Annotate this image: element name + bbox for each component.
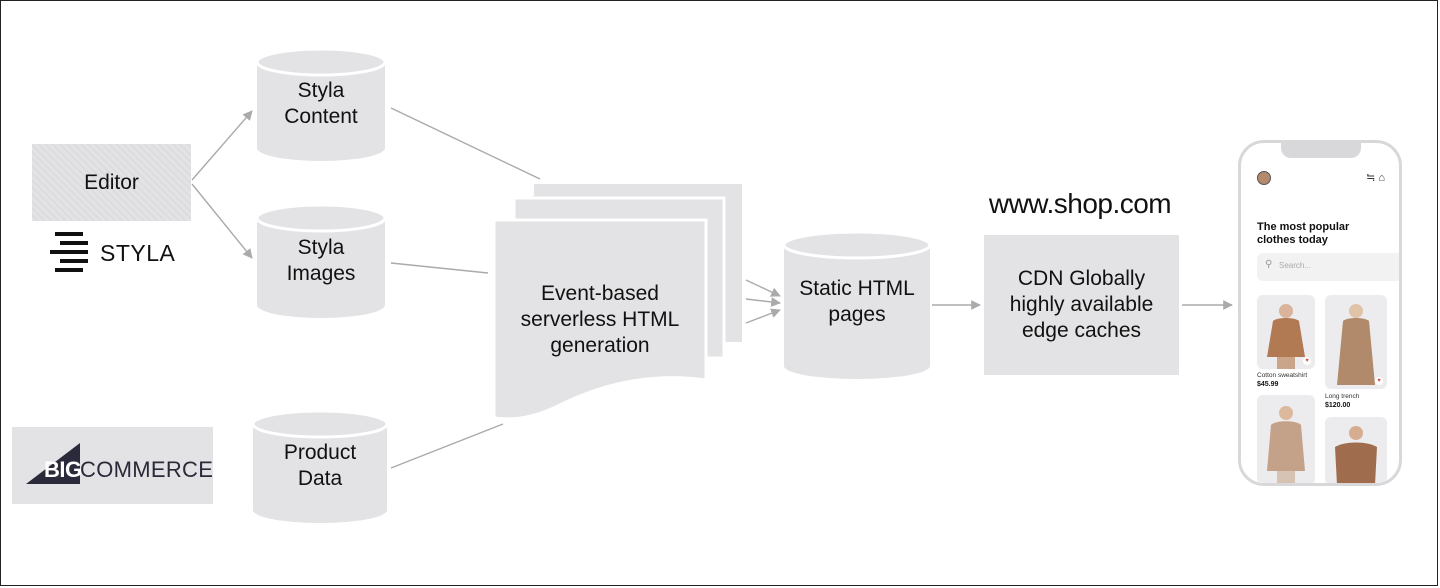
product-image-hoodie xyxy=(1267,406,1305,483)
heart-icon[interactable]: ♥ xyxy=(1303,357,1311,365)
styla-images-label: Styla Images xyxy=(286,236,356,285)
cdn-box xyxy=(984,235,1179,375)
cylinder-styla-images xyxy=(255,203,387,318)
cylinder-product-data xyxy=(251,409,389,523)
product-image-sweatshirt xyxy=(1267,304,1305,369)
product-name-2: Long trench xyxy=(1325,393,1360,400)
bigcommerce-logo-box xyxy=(12,427,213,504)
product-card-1[interactable]: ♥ xyxy=(1257,295,1315,369)
product-card-4[interactable] xyxy=(1325,417,1387,483)
cylinder-styla-content xyxy=(255,47,387,161)
phone-notch xyxy=(1281,143,1361,158)
document-stack xyxy=(492,184,742,421)
editor-box xyxy=(32,144,191,221)
bigcommerce-logo-big: BIG xyxy=(44,457,82,482)
connectors xyxy=(191,107,1233,469)
product-card-2[interactable]: ♥ xyxy=(1325,295,1387,389)
product-name-1: Cotton sweatshirt xyxy=(1257,372,1308,379)
generation-label: Event-based serverless HTML generation xyxy=(520,282,680,357)
product-image-trench xyxy=(1337,304,1375,385)
avatar[interactable] xyxy=(1257,171,1271,185)
domain-label: www.shop.com xyxy=(988,188,1172,219)
cylinder-static-html xyxy=(782,230,932,379)
styla-logo-mark xyxy=(50,232,88,272)
phone-search-placeholder: Search... xyxy=(1279,261,1312,270)
product-data-label: Product Data xyxy=(283,441,357,490)
phone-search-input[interactable]: ⚲ Search... xyxy=(1257,253,1399,281)
phone-title: The most popular clothes today xyxy=(1257,221,1350,246)
editor-label: Editor xyxy=(84,170,139,194)
static-html-label: Static HTML pages xyxy=(799,277,915,326)
styla-logo-text: STYLA xyxy=(100,240,176,266)
product-price-2: $120.00 xyxy=(1325,402,1351,409)
search-icon: ⚲ xyxy=(1265,259,1273,270)
product-image-sweater xyxy=(1335,426,1377,483)
phone-mockup: ≒ ⌂ The most popular clothes today ⚲ Sea… xyxy=(1238,140,1402,486)
bigcommerce-logo-mark-2 xyxy=(26,443,80,484)
heart-icon[interactable]: ♥ xyxy=(1375,377,1383,385)
product-card-3[interactable] xyxy=(1257,395,1315,483)
styla-content-label: Styla Content xyxy=(284,79,358,128)
bigcommerce-logo-text: COMMERCE xyxy=(80,457,214,482)
cdn-label: CDN Globally highly available edge cache… xyxy=(1009,267,1154,342)
phone-header-icons[interactable]: ≒ ⌂ xyxy=(1366,172,1385,184)
product-price-1: $45.99 xyxy=(1257,381,1279,388)
